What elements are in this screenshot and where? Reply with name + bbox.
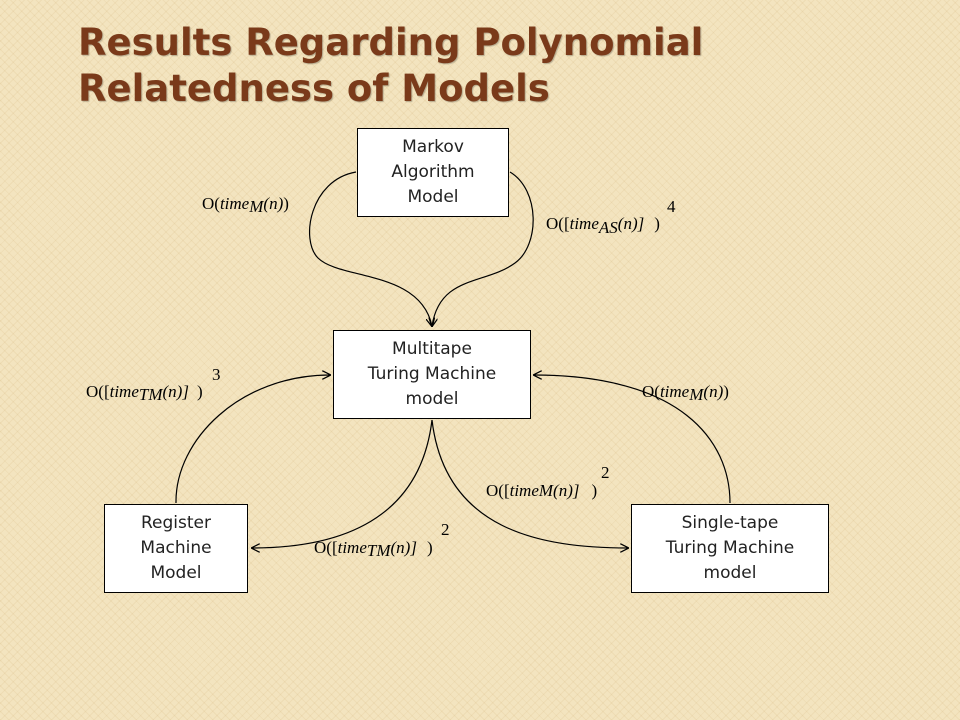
- node-text: Multitape: [392, 339, 472, 359]
- node-text: Algorithm: [391, 162, 475, 182]
- arrow-single-to-multitape: [534, 375, 731, 504]
- arrow-markov-to-multitape: [309, 171, 432, 326]
- node-text: Markov: [402, 137, 464, 157]
- label-multitape-to-markov: O([timeAS(n)]): [546, 214, 660, 237]
- node-text: Register: [141, 513, 211, 533]
- node-markov-algorithm-model: Markov Algorithm Model: [357, 128, 509, 217]
- node-register-machine-model: Register Machine Model: [104, 504, 248, 593]
- arrow-multitape-to-single: [431, 419, 628, 548]
- arrow-register-to-multitape: [175, 375, 330, 504]
- node-text: Turing Machine: [367, 364, 497, 384]
- title-line-2: Relatedness of Models: [78, 67, 550, 110]
- node-text: model: [405, 389, 459, 409]
- node-text: Single-tape: [681, 513, 779, 533]
- node-text: Machine: [140, 538, 212, 558]
- exponent-register-to-multitape: 3: [212, 365, 221, 384]
- arrow-multitape-to-register: [252, 419, 433, 548]
- label-single-to-multitape: O(timeM(n)): [642, 382, 729, 404]
- exponent-multitape-to-markov: 4: [667, 197, 676, 216]
- label-markov-to-multitape: O(timeM(n)): [202, 194, 289, 216]
- label-multitape-to-register: O([timeTM(n)]): [314, 538, 433, 560]
- title-line-1: Results Regarding Polynomial: [78, 21, 704, 64]
- label-multitape-to-single: O([timeM(n)]): [486, 481, 597, 500]
- node-text: Model: [150, 563, 202, 583]
- node-text: model: [703, 563, 757, 583]
- arrow-multitape-to-markov: [432, 171, 534, 326]
- node-single-tape-turing-machine-model: Single-tape Turing Machine model: [631, 504, 829, 593]
- exponent-multitape-to-register: 2: [441, 520, 450, 539]
- exponent-multitape-to-single: 2: [601, 463, 610, 482]
- page-title: Results Regarding Polynomial Relatedness…: [78, 20, 703, 112]
- label-register-to-multitape: O([timeTM(n)]): [86, 382, 203, 404]
- node-text: Model: [407, 187, 459, 207]
- node-text: Turing Machine: [665, 538, 795, 558]
- node-multitape-turing-machine-model: Multitape Turing Machine model: [333, 330, 531, 419]
